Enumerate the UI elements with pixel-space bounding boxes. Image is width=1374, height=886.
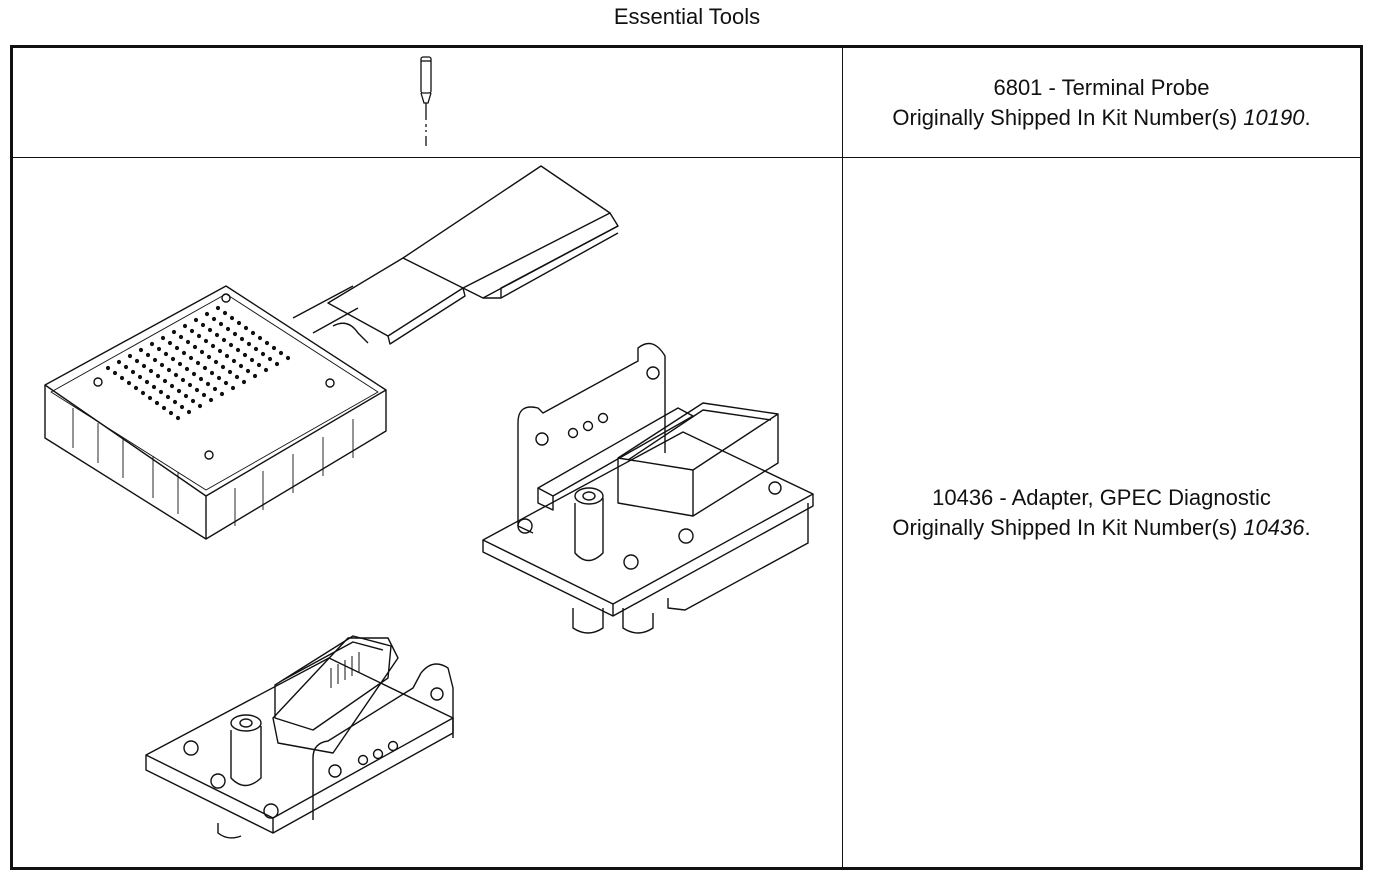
tool-name: 6801 - Terminal Probe <box>993 74 1210 100</box>
adapter-right <box>483 344 813 634</box>
kit-label: Originally Shipped In Kit Number(s) <box>892 104 1244 130</box>
tool-description-cell: 10436 - Adapter, GPEC Diagnostic Origina… <box>843 158 1360 867</box>
essential-tools-table: 6801 - Terminal Probe Originally Shipped… <box>10 45 1363 870</box>
page-title: Essential Tools <box>613 4 761 29</box>
tool-name: 10436 - Adapter, GPEC Diagnostic <box>932 484 1271 510</box>
kit-label: Originally Shipped In Kit Number(s) <box>892 514 1244 540</box>
adapter-bottom <box>146 636 453 838</box>
table-row: 10436 - Adapter, GPEC Diagnostic Origina… <box>13 158 1360 867</box>
ribbon-connector <box>293 166 618 344</box>
kit-number: 10436 <box>1243 514 1305 540</box>
table-row: 6801 - Terminal Probe Originally Shipped… <box>13 48 1360 158</box>
tool-description-cell: 6801 - Terminal Probe Originally Shipped… <box>843 48 1360 157</box>
kit-line: Originally Shipped In Kit Number(s) 1019… <box>892 103 1310 133</box>
kit-suffix: . <box>1304 104 1311 130</box>
tool-image-cell <box>13 48 843 157</box>
tool-image-cell <box>13 158 843 867</box>
gpec-adapter-illustration <box>13 158 842 867</box>
terminal-probe-illustration <box>13 48 842 157</box>
kit-number: 10190 <box>1243 104 1305 130</box>
kit-suffix: . <box>1304 514 1311 540</box>
kit-line: Originally Shipped In Kit Number(s) 1043… <box>892 513 1310 543</box>
breakout-box <box>45 286 386 539</box>
